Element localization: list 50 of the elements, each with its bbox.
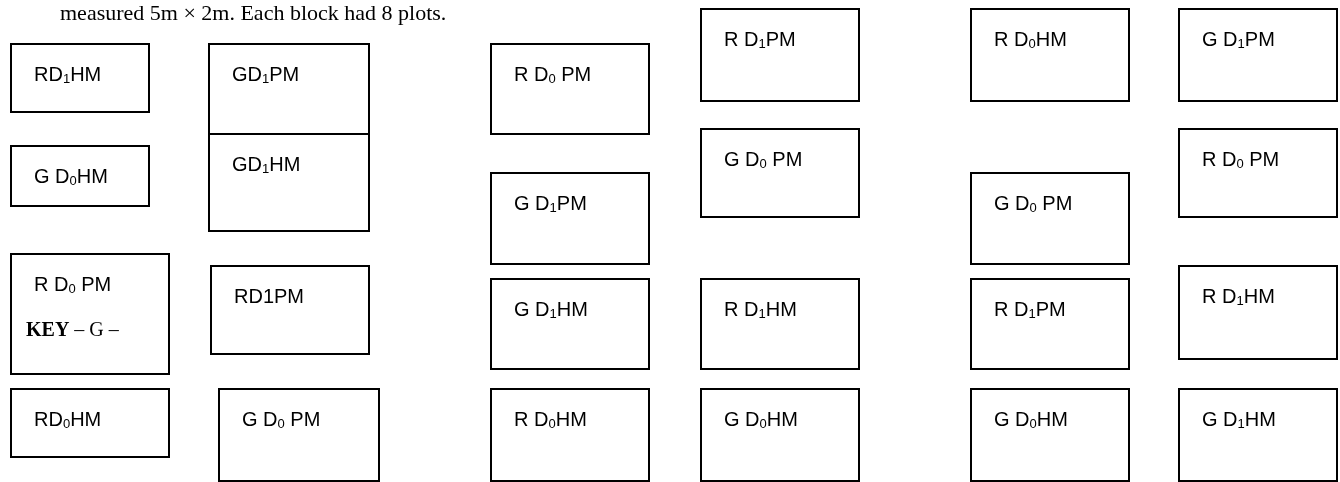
plot-box: [490, 278, 650, 370]
plot-label: R D$_{1}$PM: [994, 298, 1066, 321]
plot-box: [1178, 388, 1338, 482]
plot-label: RD$_{0}$HM: [34, 408, 102, 431]
plot-box: [208, 43, 370, 135]
plot-label: R D$_{0}$ PM: [514, 63, 592, 86]
plot-box: [218, 388, 380, 482]
plot-box: [1178, 265, 1338, 360]
plot-box: [490, 172, 650, 265]
plot-label: G D$_{0}$ PM: [994, 192, 1073, 215]
plot-box: [1178, 128, 1338, 218]
plot-box: [10, 43, 150, 113]
plot-box: [970, 8, 1130, 102]
plot-label: G D$_{0}$ PM: [242, 408, 321, 431]
plot-box: [700, 128, 860, 218]
plot-label: G D$_{0}$HM: [994, 408, 1068, 431]
plot-box: [970, 172, 1130, 265]
plot-label: RD1PM: [234, 285, 304, 308]
plot-label: R D$_{1}$PM: [724, 28, 796, 51]
plot-box: [970, 388, 1130, 482]
plot-box: [210, 265, 370, 355]
plot-label: RD$_{1}$HM: [34, 63, 102, 86]
plot-box: [1178, 8, 1338, 102]
plot-box: [490, 43, 650, 135]
plot-label: G D$_{1}$HM: [1202, 408, 1276, 431]
plot-label: R D$_{0}$ PM: [34, 273, 112, 296]
plot-label: R D$_{1}$HM: [724, 298, 797, 321]
plot-box: [10, 253, 170, 375]
plot-label: G D$_{0}$HM: [724, 408, 798, 431]
plot-box: [10, 145, 150, 207]
plot-label: R D$_{0}$HM: [994, 28, 1067, 51]
plot-box: [700, 388, 860, 482]
plot-label: R D$_{0}$ PM: [1202, 148, 1280, 171]
plot-label: G D$_{0}$HM: [34, 165, 108, 188]
plot-label: G D$_{1}$PM: [1202, 28, 1275, 51]
plot-box: [490, 388, 650, 482]
plot-box: [10, 388, 170, 458]
plot-box: [700, 8, 860, 102]
note-text: measured 5m × 2m. Each block had 8 plots.: [60, 0, 447, 26]
plot-box: [208, 133, 370, 232]
plot-box: [970, 278, 1130, 370]
plot-label: G D$_{0}$ PM: [724, 148, 803, 171]
plot-label: G D$_{1}$HM: [514, 298, 588, 321]
plot-label: G D$_{1}$PM: [514, 192, 587, 215]
key-text: KEY – G –: [26, 318, 119, 341]
plot-label: R D$_{0}$HM: [514, 408, 587, 431]
plot-label: GD$_{1}$HM: [232, 153, 301, 176]
plot-box: [700, 278, 860, 370]
plot-label: R D$_{1}$HM: [1202, 285, 1275, 308]
plot-label: GD$_{1}$PM: [232, 63, 300, 86]
